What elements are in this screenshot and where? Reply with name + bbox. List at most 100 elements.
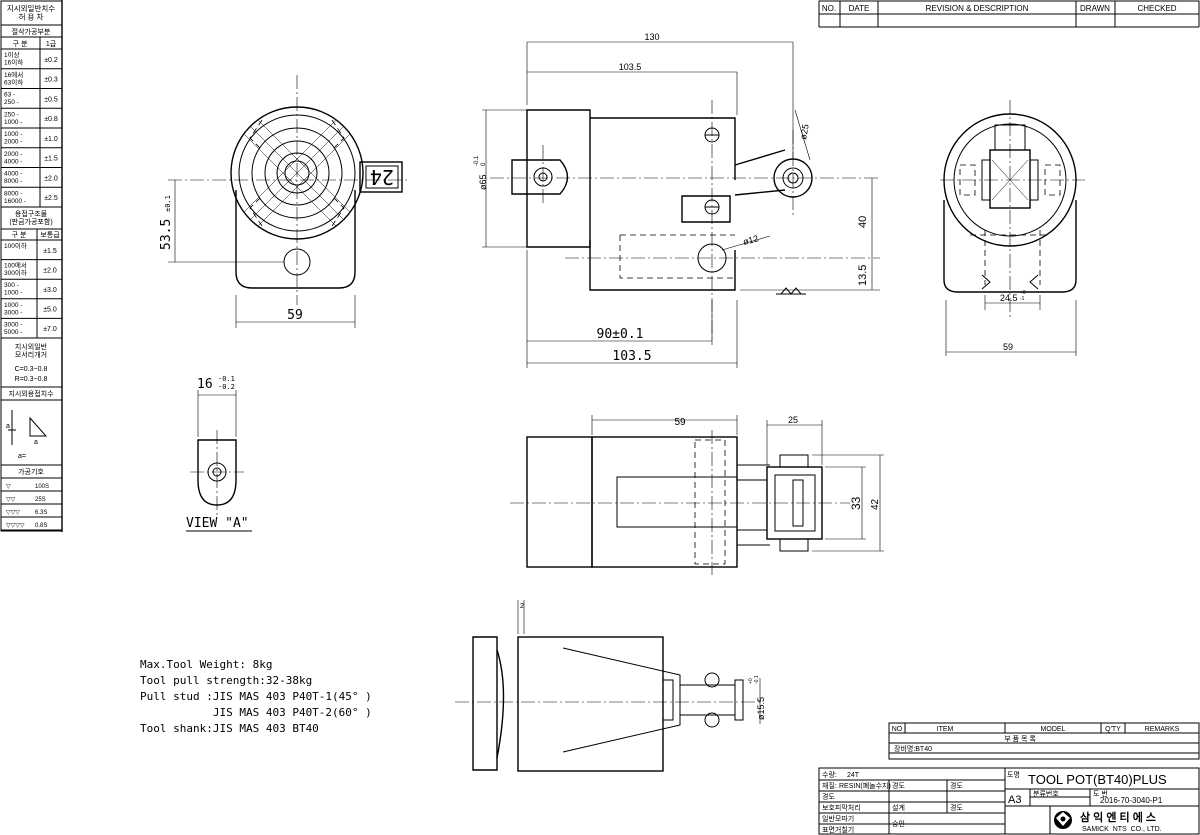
tb-size: A3 <box>1008 794 1021 806</box>
right-dim-24-5: 24.5 <box>1000 293 1018 303</box>
notes: Max.Tool Weight: 8kg Tool pull strength:… <box>140 658 372 735</box>
parts-header-qty: Q'TY <box>1105 726 1121 733</box>
tb-finish: 표면거칠기 <box>822 825 854 834</box>
side-dim-phi65-tol: -0.10 <box>474 155 487 166</box>
tol2-range: 300 -1000 - <box>4 282 22 297</box>
tol1-tolerance: ±1.0 <box>44 136 58 143</box>
weld-a-inner: a <box>34 439 38 446</box>
tol1-tolerance: ±0.8 <box>44 116 58 123</box>
finish-value: 6.3S <box>35 510 47 516</box>
rev-header-date: DATE <box>849 4 870 13</box>
side-dim-phi12: ø12 <box>742 233 760 247</box>
finish-value: 100S <box>35 484 49 490</box>
tb-drawing-no-label: 도 번 <box>1093 789 1108 798</box>
finish-symbol: ▽ <box>6 484 11 490</box>
tol2-tolerance: ±3.0 <box>43 287 57 294</box>
tb-drawing-no: 2016-70-3040-P1 <box>1100 796 1163 805</box>
finish-value: 0.8S <box>35 523 47 529</box>
tb-class-label: 분류번호 <box>1033 789 1059 798</box>
tb-qty-label: 수량: <box>822 771 837 779</box>
note-1: Tool pull strength:32-38kg <box>140 674 312 687</box>
top-dim-33: 33 <box>849 496 863 510</box>
note-3: JIS MAS 403 P40T-2(60° ) <box>140 706 372 719</box>
tb-company-kr: 삼 익 엔 티 에 스 <box>1080 810 1156 824</box>
finish-rows: ▽100S▽▽25S▽▽▽6.3S▽▽▽▽0.8S <box>1 484 62 531</box>
parts-header-no: NO <box>892 726 903 733</box>
weld-symbol: a a a= <box>6 410 48 460</box>
right-dim-59: 59 <box>1003 342 1013 352</box>
side-dim-90: 90±0.1 <box>597 327 644 342</box>
tol-header2-a: 구 분 <box>12 231 27 239</box>
side-dim-phi25: ø25 <box>798 123 811 140</box>
note-2: Pull stud :JIS MAS 403 P40T-1(45° ) <box>140 690 372 703</box>
top-dim-42: 42 <box>870 498 881 510</box>
parts-equipment: 장비명:BT40 <box>894 744 932 753</box>
weld-a: a <box>6 423 10 430</box>
chamfer-c: C=0.3~0.8 <box>15 366 48 373</box>
tb-material-label: 재질: <box>822 782 837 790</box>
tol2-tolerance: ±5.0 <box>43 307 57 314</box>
tb-hardness-2: 경도 <box>950 781 963 790</box>
section-view: 2 ø15.5 +0-0.1 <box>455 600 766 772</box>
tol-header2-b: 보통급 <box>40 231 60 239</box>
sec-dim-15-5-tol: +0-0.1 <box>748 675 760 684</box>
tol2-range: 3000 -5000 - <box>4 321 22 336</box>
top-dim-59: 59 <box>674 417 686 428</box>
tol1-range: 2000 -4000 - <box>4 151 22 166</box>
tb-hardness-4: 경도 <box>950 803 963 812</box>
weld-a-eq: a= <box>18 453 26 460</box>
tb-surface: 보호피막처리 <box>822 803 861 812</box>
finish-title: 가공기호 <box>18 467 44 476</box>
finish-value: 25S <box>35 497 46 503</box>
tol1-range: 8000 -16000 - <box>4 190 26 205</box>
weld-title: 지시외용접치수 <box>8 389 54 398</box>
tb-drawing-name: TOOL POT(BT40)PLUS <box>1028 772 1167 787</box>
parts-header-model: MODEL <box>1041 726 1066 733</box>
tb-hardness-3: 경도 <box>822 792 835 801</box>
tol1-tolerance: ±2.0 <box>44 175 58 182</box>
tol1-tolerance: ±0.2 <box>44 57 58 64</box>
tb-design: 설계 <box>892 803 905 812</box>
tol1-tolerance: ±0.5 <box>44 96 58 103</box>
parts-table: NO ITEM MODEL Q'TY REMARKS 부 품 목 록 장비명:B… <box>888 722 1200 760</box>
rev-header-no: NO. <box>822 4 836 13</box>
tb-qty-value: 24T <box>847 772 860 779</box>
sec-dim-15-5: ø15.5 <box>756 697 766 720</box>
front-dim-53-5: 53.5 <box>159 219 174 250</box>
tb-approve: 승인 <box>892 819 905 828</box>
tol1-range: 250 -1000 - <box>4 111 22 126</box>
tol2-tolerance: ±1.5 <box>43 248 57 255</box>
tol2-range: 100이하 <box>4 241 27 250</box>
tol2-range: 1000 -3000 - <box>4 302 22 317</box>
side-dim-phi65: ø65 <box>478 174 488 190</box>
view-a-label: VIEW "A" <box>186 516 249 531</box>
tb-hardness-1: 경도 <box>892 781 905 790</box>
view-a-dim-16-tol: -0.1-0.2 <box>218 375 235 391</box>
side-view: 130 103.5 ø25 ø65 -0.10 40 13.5 ø12 90±0… <box>474 32 880 368</box>
tol-header-a: 구 분 <box>13 40 28 48</box>
side-dim-40: 40 <box>857 216 869 228</box>
tol-section2: 용접구조물(판금가공포함) <box>9 210 52 226</box>
top-dim-25: 25 <box>788 415 798 425</box>
finish-symbol: ▽▽▽ <box>6 510 20 516</box>
side-dim-103-5-top: 103.5 <box>619 62 642 72</box>
finish-symbol: ▽▽▽▽ <box>6 523 25 529</box>
tb-general: 일반모따기 <box>822 814 854 823</box>
note-0: Max.Tool Weight: 8kg <box>140 658 272 671</box>
side-dim-103-5-bot: 103.5 <box>612 349 651 364</box>
tol1-range: 1000 -2000 - <box>4 131 22 146</box>
parts-list-label: 부 품 목 록 <box>1004 735 1036 743</box>
front-dim-53-5-tol: ±0.1 <box>164 195 172 212</box>
top-view: 59 25 33 42 <box>510 415 884 575</box>
front-dim-59: 59 <box>287 308 303 323</box>
side-dim-130: 130 <box>644 32 659 42</box>
tol-header-b: 1급 <box>46 40 57 48</box>
